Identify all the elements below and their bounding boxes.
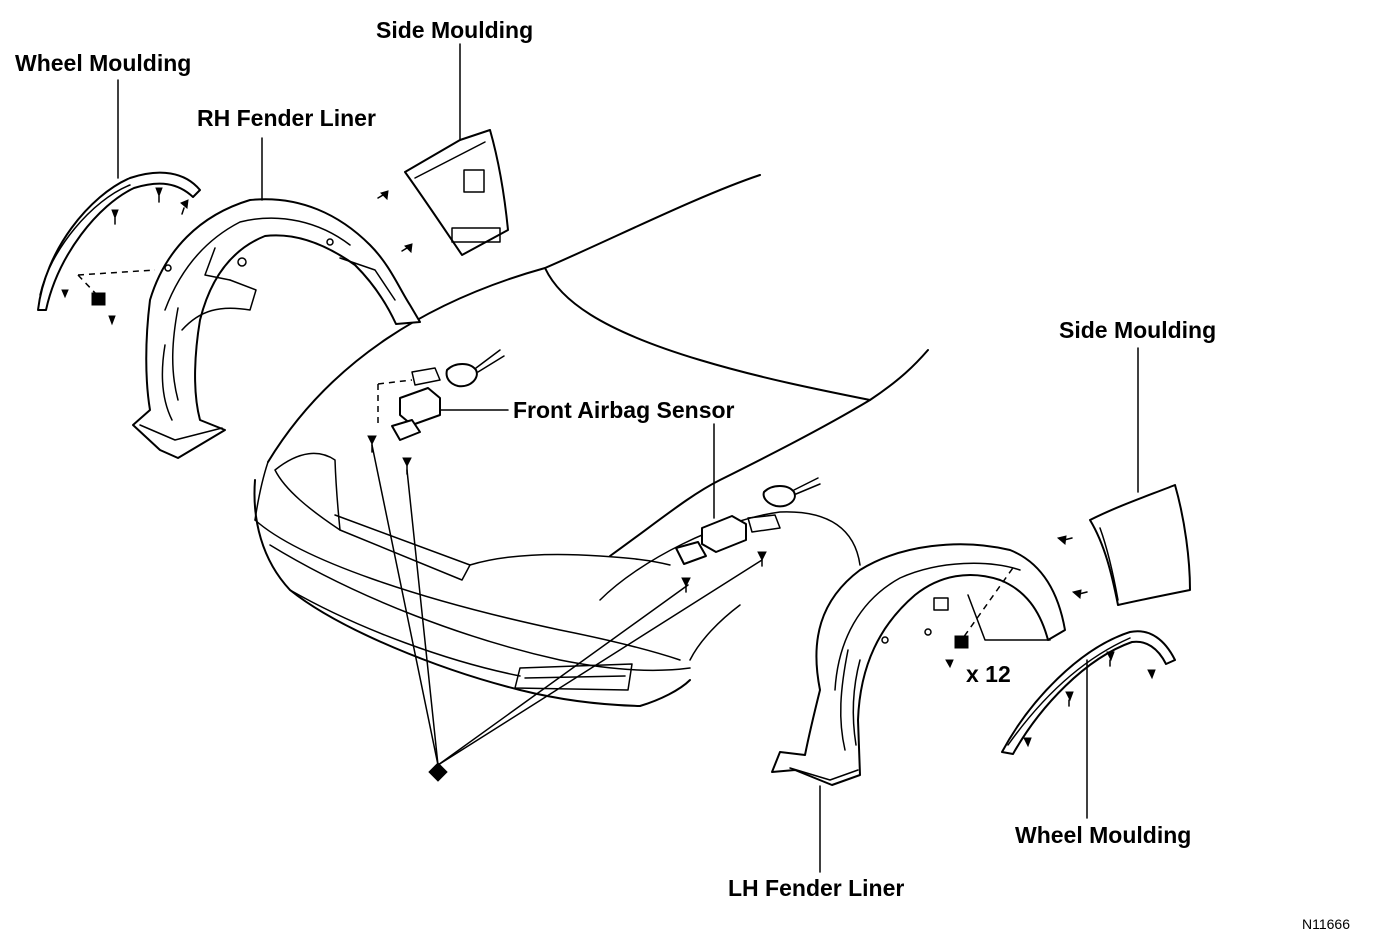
screw-icon xyxy=(945,659,954,669)
clip-icon xyxy=(91,292,106,306)
front-airbag-sensor-lh xyxy=(675,477,821,593)
front-airbag-sensor-rh xyxy=(367,349,505,475)
rh-side-moulding xyxy=(377,129,509,256)
leader-lines xyxy=(117,43,1139,873)
screw-icon xyxy=(155,187,163,203)
screw-icon xyxy=(1065,691,1074,707)
screw-icon xyxy=(1147,669,1156,680)
screw-icon xyxy=(111,209,119,225)
rh-wheel-moulding xyxy=(37,171,201,326)
screw-icon xyxy=(1106,651,1115,667)
lh-fender-liner-label: LH Fender Liner xyxy=(728,875,904,901)
figure-code: N11666 xyxy=(1302,916,1350,932)
clip-count-label: x 12 xyxy=(966,661,1011,687)
bolt-icon xyxy=(757,551,767,567)
screw-icon xyxy=(1023,737,1032,748)
side-moulding-rh-label: Side Moulding xyxy=(376,17,533,43)
bolt-icon xyxy=(681,577,691,593)
lh-wheel-moulding xyxy=(1001,630,1176,755)
wheel-moulding-lh-label: Wheel Moulding xyxy=(1015,822,1191,848)
lh-fender-liner xyxy=(771,543,1066,786)
screw-icon xyxy=(180,199,189,215)
side-moulding-lh-label: Side Moulding xyxy=(1059,317,1216,343)
screw-icon xyxy=(377,190,389,201)
front-airbag-sensor-label: Front Airbag Sensor xyxy=(513,397,735,423)
bolt-reference-symbol xyxy=(371,444,763,782)
rh-fender-liner-label: RH Fender Liner xyxy=(197,105,376,131)
lh-side-moulding xyxy=(1056,484,1191,606)
screw-icon xyxy=(1056,535,1073,545)
screw-icon xyxy=(108,315,116,326)
wheel-moulding-rh-label: Wheel Moulding xyxy=(15,50,191,76)
rh-fender-liner xyxy=(132,198,421,459)
screw-icon xyxy=(401,243,413,254)
screw-icon xyxy=(61,289,69,299)
bolt-icon xyxy=(367,435,377,453)
screw-icon xyxy=(1071,589,1088,599)
clip-icon xyxy=(954,635,969,649)
